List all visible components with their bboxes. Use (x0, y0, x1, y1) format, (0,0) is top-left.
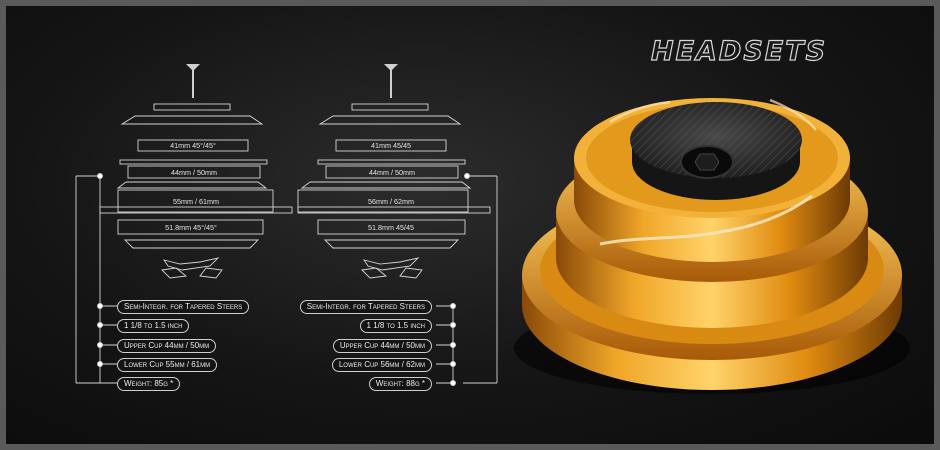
left-part-label: 44mm / 50mm (171, 168, 217, 177)
page-title: HEADSETS (650, 35, 828, 67)
left-exploded-view (75, 64, 293, 384)
right-part-label: 56mm / 62mm (368, 197, 414, 206)
right-part-label: 44mm / 50mm (369, 168, 415, 177)
left-part-label: 51.8mm 45°/45° (165, 223, 217, 232)
right-spec-weight: Weight: 88g * (368, 377, 432, 391)
left-part-label: 55mm / 61mm (173, 197, 219, 206)
right-exploded-view (297, 64, 498, 386)
right-spec-upper-cup: Upper Cup 44mm / 50mm (332, 339, 432, 353)
left-spec-steerer-size: 1 1/8 to 1.5 inch (117, 319, 190, 333)
left-spec-lower-cup: Lower Cup 55mm / 61mm (117, 358, 218, 372)
right-spec-lower-cup: Lower Cup 56mm / 62mm (331, 358, 432, 372)
left-spec-upper-cup: Upper Cup 44mm / 50mm (117, 339, 217, 353)
left-part-label: 41mm 45°/45° (170, 141, 216, 150)
right-spec-semi-integrated: Semi-Integr. for Tapered Steers (299, 300, 432, 314)
left-spec-semi-integrated: Semi-Integr. for Tapered Steers (117, 300, 250, 314)
headset-product-image (514, 98, 910, 394)
left-spec-weight: Weight: 85g * (117, 377, 181, 391)
right-part-label: 51.8mm 45/45 (368, 223, 414, 232)
right-part-label: 41mm 45/45 (371, 141, 411, 150)
right-spec-steerer-size: 1 1/8 to 1.5 inch (359, 319, 432, 333)
